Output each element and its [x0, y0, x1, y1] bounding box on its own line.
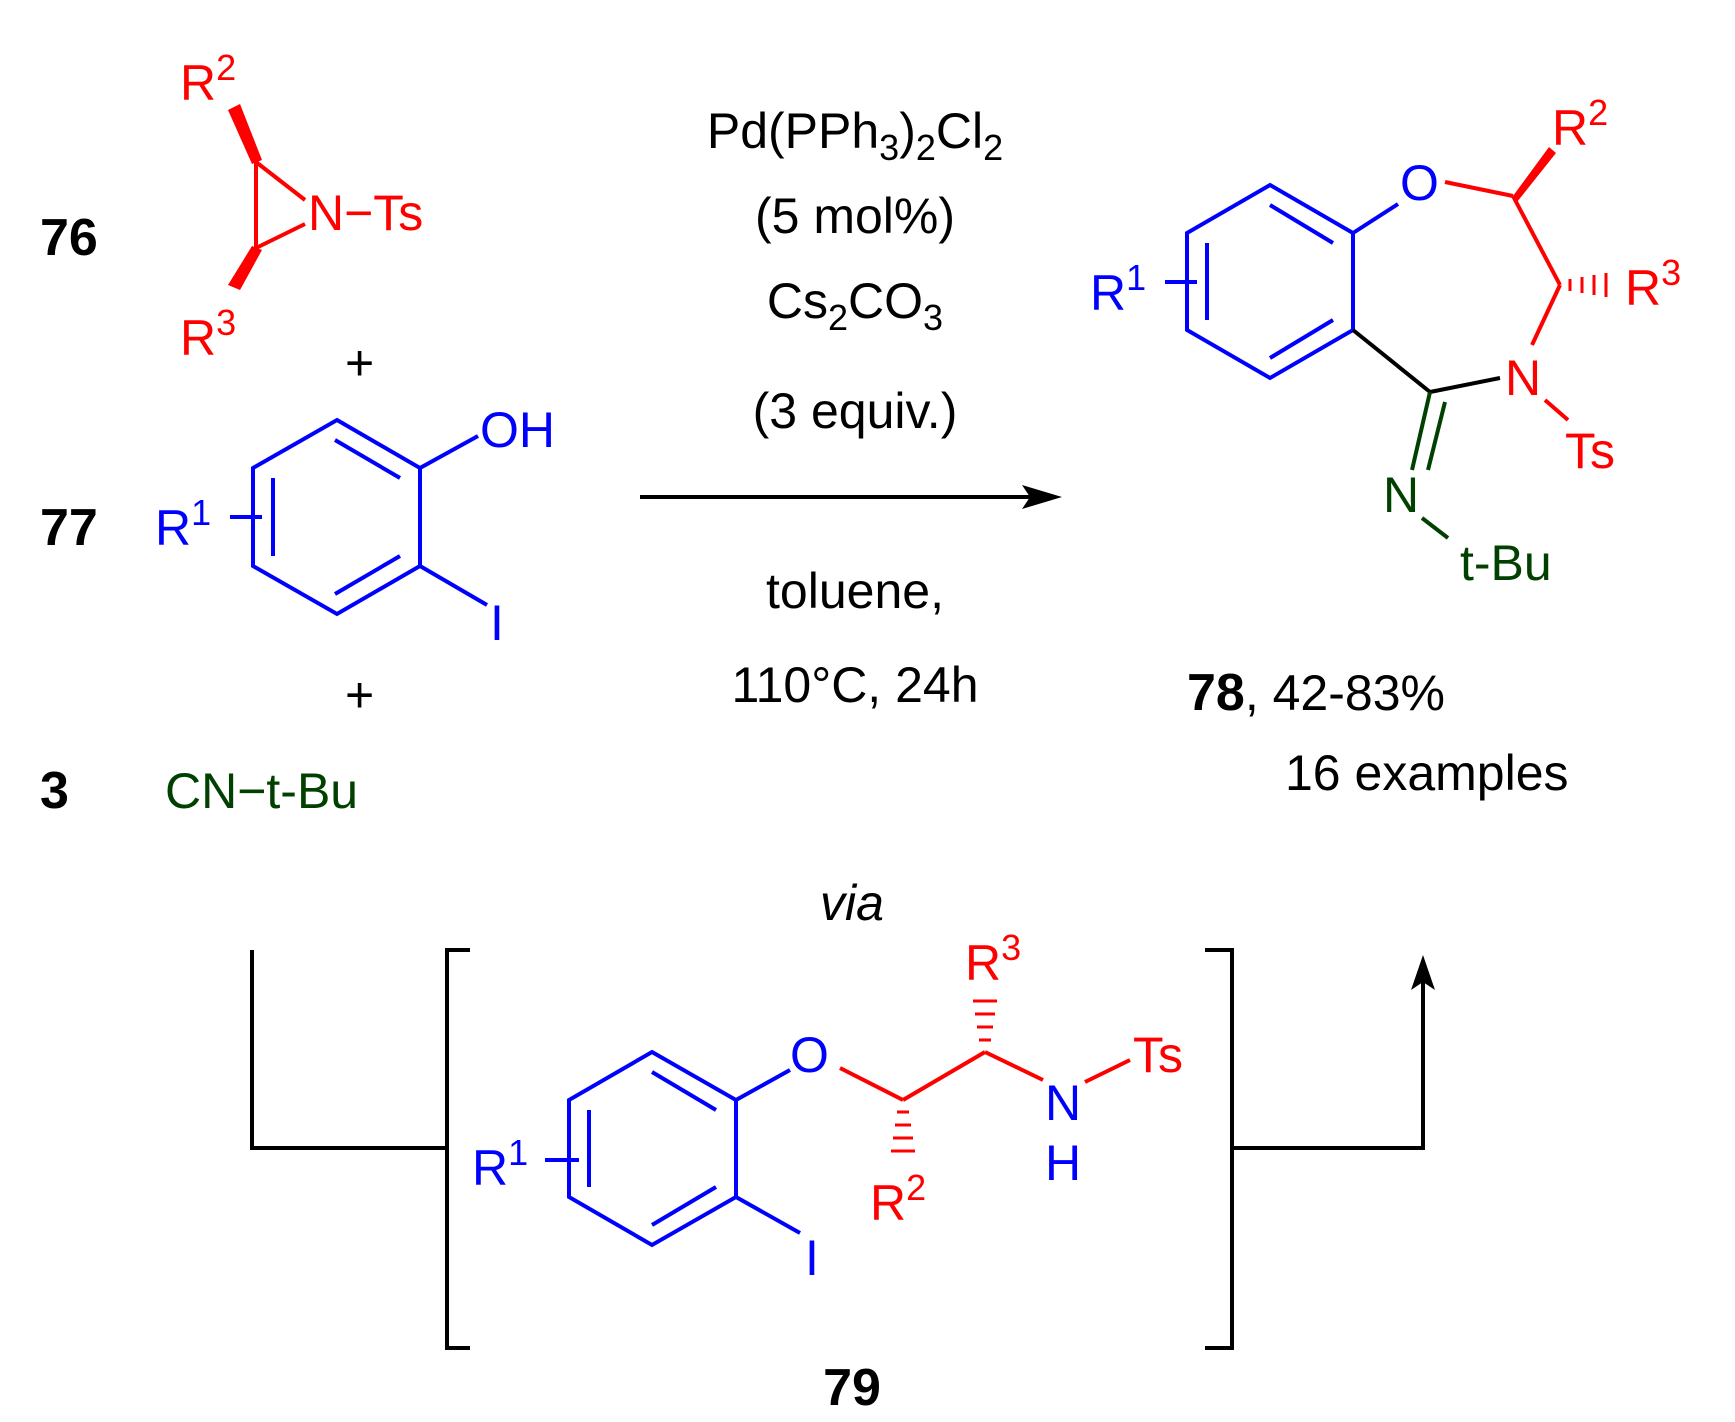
aziridine-wedge-bond-r3 [228, 246, 262, 290]
intermediate-r3-hash-bond [973, 999, 997, 1042]
intermediate-h-label: H [1045, 1135, 1081, 1191]
solvent-label: toluene, [766, 563, 944, 619]
plus-sign-2: + [345, 667, 374, 723]
product-r2-wedge [1513, 147, 1556, 202]
phenol-c-o-bond [419, 434, 479, 470]
aziridine-n-ts-label: N−Ts [308, 185, 423, 241]
plus-sign-1: + [345, 335, 374, 391]
product-r2-label: R2 [1552, 92, 1608, 156]
intermediate-c-i-bond [735, 1195, 801, 1235]
aziridine-r2-label: R2 [180, 47, 236, 111]
compound-76: 76 R2 N−Ts R3 [40, 47, 423, 366]
pathway-arrow-head [1411, 955, 1435, 990]
intermediate-r2-hash-bond [891, 1110, 915, 1153]
reaction-conditions: Pd(PPh3)2Cl2 (5 mol%) Cs2CO3 (3 equiv.) … [707, 103, 1003, 713]
product-imine-double-bond [1410, 391, 1447, 471]
compound-3-number: 3 [40, 762, 69, 820]
product-ts-label: Ts [1565, 423, 1615, 479]
product-c3-n-bond [1530, 284, 1562, 346]
catalyst-label: Pd(PPh3)2Cl2 [707, 103, 1003, 168]
intermediate-r2-label: R2 [870, 1167, 926, 1231]
compound-3: 3 CN−t-Bu [40, 762, 358, 820]
intermediate-79-number: 79 [823, 1359, 881, 1417]
intermediate-c-c-bond [901, 1050, 987, 1102]
compound-77-number: 77 [40, 499, 98, 557]
product-examples-label: 16 examples [1285, 745, 1569, 801]
product-c2-c3-bond [1511, 195, 1562, 286]
base-label: Cs2CO3 [767, 273, 943, 338]
compound-77: 77 R1 OH I [40, 402, 555, 651]
intermediate-n-ts-bond [1084, 1058, 1131, 1084]
via-label: via [820, 875, 884, 931]
product-o-label: O [1400, 155, 1439, 211]
intermediate-n-label: N [1045, 1075, 1081, 1131]
product-n-ts-bond [1543, 398, 1570, 422]
catalyst-loading-label: (5 mol%) [755, 188, 955, 244]
temperature-time-label: 110°C, 24h [731, 657, 978, 713]
intermediate-aryl-o-bond [735, 1068, 791, 1102]
product-tbu-label: t-Bu [1460, 535, 1552, 591]
product-n-tbu-bond [1420, 516, 1450, 540]
intermediate-benzene-ring [545, 1049, 738, 1248]
intermediate-r1-label: R1 [472, 1132, 528, 1196]
base-equiv-label: (3 equiv.) [753, 383, 958, 439]
intermediate-r3-label: R3 [965, 927, 1021, 991]
intermediate-c-n-bond [984, 1050, 1044, 1082]
phenol-benzene-ring [230, 417, 422, 617]
isocyanide-formula: CN−t-Bu [165, 763, 358, 819]
reaction-arrow [640, 485, 1062, 509]
phenol-c-i-bond [418, 564, 489, 607]
aziridine-ring-bond-cn-top [254, 160, 307, 202]
compound-76-number: 76 [40, 209, 98, 267]
intermediate-o-label: O [790, 1027, 829, 1083]
product-aryl-o-bond [1351, 202, 1400, 235]
aziridine-r3-label: R3 [180, 302, 236, 366]
pathway-connector [250, 950, 1425, 1150]
phenol-iodo-label: I [490, 595, 504, 651]
intermediate-brackets [445, 948, 1234, 1350]
product-imine-n-label: N [1383, 467, 1419, 523]
aziridine-wedge-bond-r2 [228, 104, 262, 164]
product-amidine-c-n-bond [1429, 376, 1501, 394]
phenol-oh-label: OH [480, 402, 555, 458]
intermediate-o-ch2-bond [839, 1066, 904, 1102]
product-yield-label: 78, 42-83% [1187, 664, 1445, 722]
product-78: R1 O R2 R3 N Ts N t-Bu 78, 42-83% 16 exa… [1090, 92, 1681, 801]
intermediate-ts-label: Ts [1133, 1027, 1183, 1083]
product-r1-label: R1 [1090, 257, 1146, 321]
intermediate-iodo-label: I [805, 1230, 819, 1286]
product-n-label: N [1505, 350, 1541, 406]
intermediate-79: R1 O R2 R3 N H Ts I 79 [472, 927, 1183, 1417]
aziridine-ring-bond-cn-bottom [255, 222, 306, 250]
product-o-c2-bond [1444, 180, 1514, 198]
product-r3-label: R3 [1625, 252, 1681, 316]
product-benzene-ring [1165, 182, 1355, 381]
product-aryl-c-bond [1351, 328, 1432, 394]
product-r3-hash-bond [1568, 273, 1608, 297]
phenol-r1-label: R1 [155, 492, 211, 556]
